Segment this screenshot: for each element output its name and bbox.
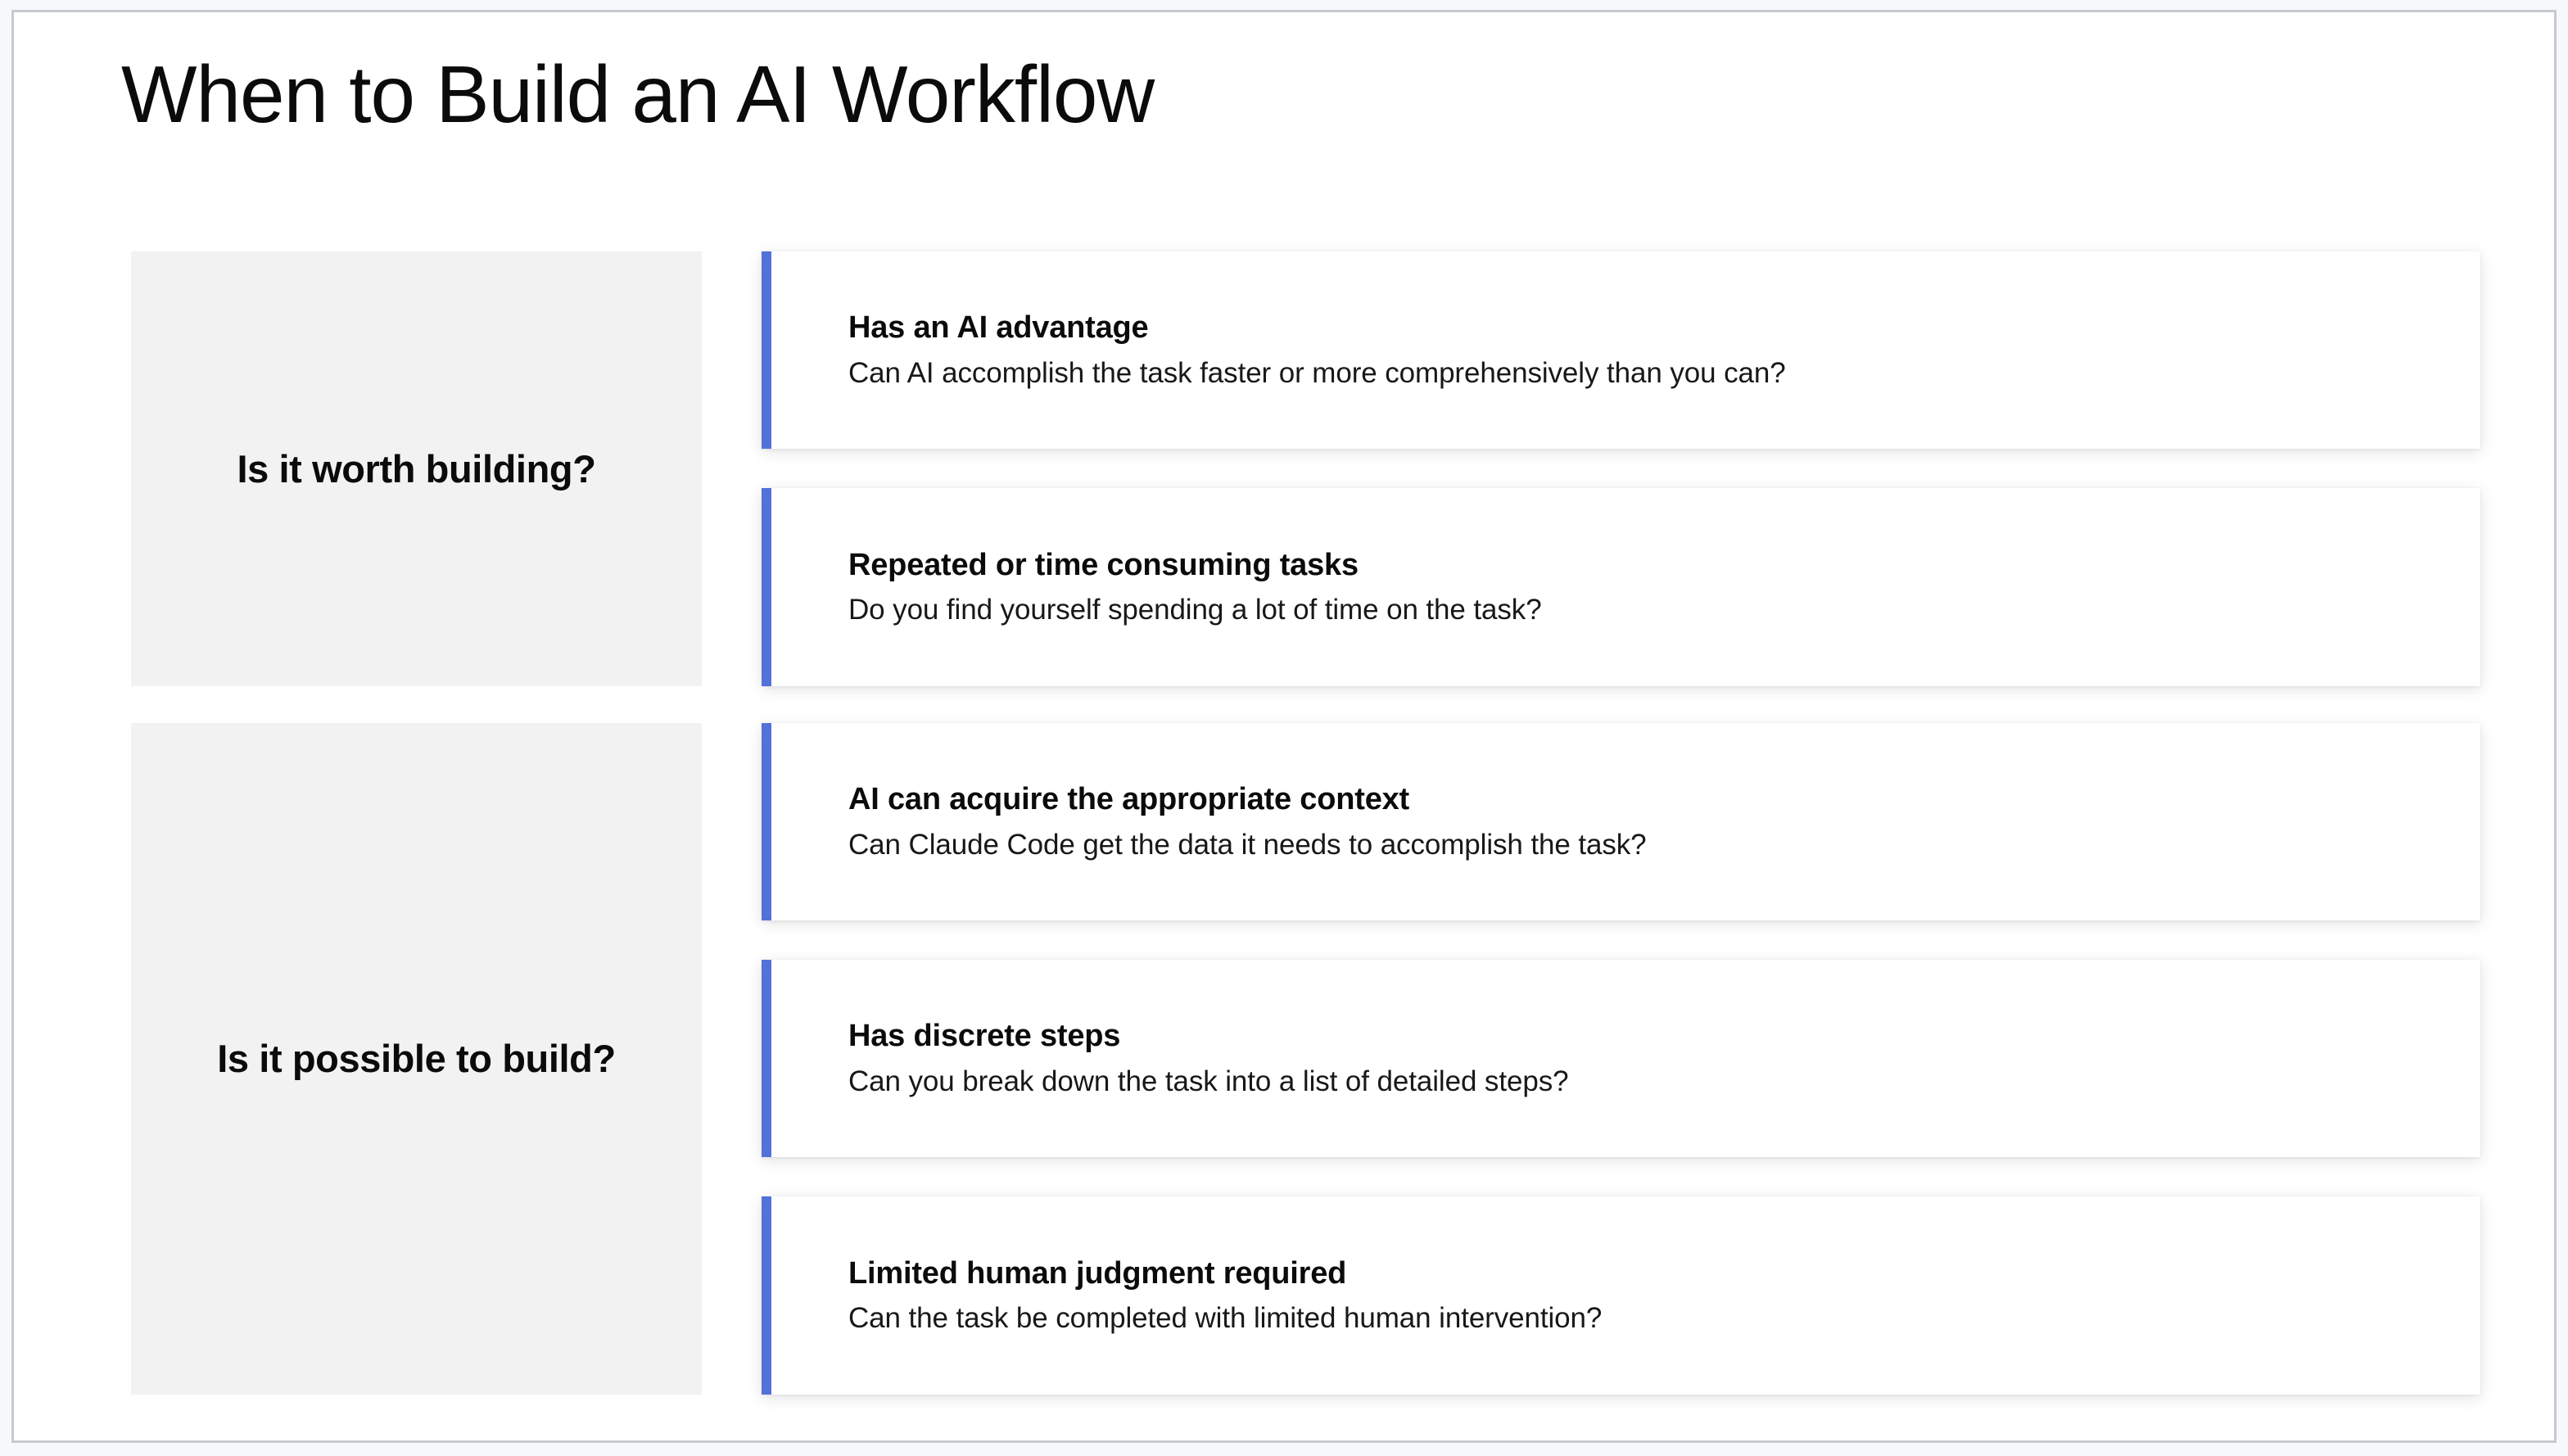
- criteria-card[interactable]: AI can acquire the appropriate context C…: [762, 723, 2480, 920]
- section-possible-to-build: Is it possible to build? AI can acquire …: [14, 723, 2554, 1395]
- card-description: Do you find yourself spending a lot of t…: [848, 594, 1542, 626]
- card-description: Can the task be completed with limited h…: [848, 1302, 1603, 1335]
- category-box-possible-to-build: Is it possible to build?: [131, 723, 702, 1395]
- page-title: When to Build an AI Workflow: [121, 49, 1155, 139]
- category-label: Is it possible to build?: [217, 1037, 616, 1081]
- category-label: Is it worth building?: [237, 446, 596, 491]
- card-title: Limited human judgment required: [848, 1255, 1347, 1291]
- cards-column-worth-building: Has an AI advantage Can AI accomplish th…: [762, 251, 2480, 686]
- card-title: Has an AI advantage: [848, 310, 1149, 346]
- cards-column-possible-to-build: AI can acquire the appropriate context C…: [762, 723, 2480, 1395]
- criteria-card[interactable]: Repeated or time consuming tasks Do you …: [762, 488, 2480, 686]
- section-worth-building: Is it worth building? Has an AI advantag…: [14, 251, 2554, 686]
- criteria-card[interactable]: Has discrete steps Can you break down th…: [762, 960, 2480, 1157]
- card-description: Can Claude Code get the data it needs to…: [848, 828, 1647, 861]
- card-title: AI can acquire the appropriate context: [848, 782, 1410, 817]
- category-box-worth-building: Is it worth building?: [131, 251, 702, 686]
- criteria-card[interactable]: Has an AI advantage Can AI accomplish th…: [762, 251, 2480, 449]
- card-title: Repeated or time consuming tasks: [848, 547, 1359, 582]
- criteria-card[interactable]: Limited human judgment required Can the …: [762, 1196, 2480, 1395]
- slide-canvas: When to Build an AI Workflow Is it worth…: [11, 10, 2557, 1443]
- card-description: Can AI accomplish the task faster or mor…: [848, 356, 1786, 389]
- card-description: Can you break down the task into a list …: [848, 1065, 1569, 1097]
- card-title: Has discrete steps: [848, 1019, 1121, 1054]
